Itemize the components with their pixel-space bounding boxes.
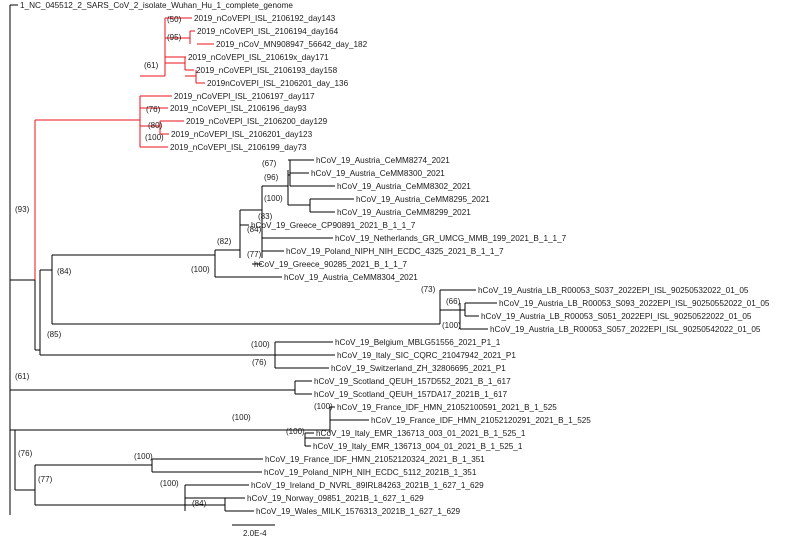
bootstrap-value: (100) [160, 479, 179, 488]
bootstrap-value: (83) [258, 212, 273, 221]
bootstrap-value: (100) [191, 265, 210, 274]
tip-label: 2019_nCoVEPI_ISL_2106192_day143 [194, 14, 336, 23]
bootstrap-value: (61) [15, 372, 30, 381]
bootstrap-value: (76) [18, 449, 33, 458]
tip-label: 2019_nCoVEPI_ISL_2106201_day123 [171, 130, 313, 139]
tip-label: hCoV_19_Scotland_QEUH_157D552_2021_B_1_6… [314, 377, 511, 386]
tip-label: hCoV_19_Wales_MILK_1576313_2021B_1_627_1… [256, 507, 461, 516]
root-label: 1_NC_045512_2_SARS_CoV_2_isolate_Wuhan_H… [20, 1, 293, 10]
bootstrap-value: (85) [47, 330, 62, 339]
tip-label: hCoV_19_Austria_CeMM8302_2021 [337, 182, 471, 191]
tip-label: hCoV_19_Austria_CeMM8300_2021 [311, 169, 445, 178]
bootstrap-value: (95) [167, 33, 182, 42]
tip-label: 2019_nCoVEPI_ISL_2106200_day129 [186, 117, 328, 126]
tip-label: hCoV_19_Belgium_MBLG51556_2021_P1_1 [335, 338, 501, 347]
tip-label: 2019nCoVEPI_ISL_2106201_day_136 [207, 79, 349, 88]
bootstrap-value: (50) [167, 15, 182, 24]
tip-label: hCoV_19_Italy_EMR_136713_004_01_2021_B_1… [313, 442, 523, 451]
tip-label: hCoV_19_Ireland_D_NVRL_89IRL84263_2021B_… [251, 481, 484, 490]
bootstrap-value: (100) [442, 321, 461, 330]
bootstrap-value: (77) [247, 250, 262, 259]
tip-label: hCoV_19_France_IDF_HMN_21052100591_2021_… [337, 403, 557, 412]
tip-label: hCoV_19_France_IDF_HMN_21052120291_2021_… [371, 416, 591, 425]
bootstrap-value: (76) [252, 358, 267, 367]
bootstrap-value: (84) [247, 225, 262, 234]
tip-label: 2019_nCoVEPI_ISL_2106193_day158 [196, 66, 338, 75]
tip-label: hCoV_19_Italy_EMR_136713_003_01_2021_B_1… [316, 429, 526, 438]
tip-label: hCoV_19_Austria_CeMM8274_2021 [316, 156, 450, 165]
tip-label: hCoV_19_Austria_CeMM8304_2021 [284, 273, 418, 282]
tip-label: hCoV_19_Norway_09851_2021B_1_627_1_629 [247, 494, 424, 503]
tip-label: hCoV_19_Austria_LB_R00053_S051_2022EPI_I… [481, 312, 752, 321]
bootstrap-value: (100) [314, 402, 333, 411]
tip-label: 2019_nCoVEPI_ISL_210619x_day171 [188, 53, 329, 62]
bootstrap-value: (76) [146, 105, 161, 114]
bootstrap-value: (67) [262, 159, 277, 168]
bootstrap-value: (100) [286, 427, 305, 436]
tip-label: hCoV_19_France_IDF_HMN_21052120324_2021_… [265, 455, 485, 464]
tip-label: 2019_nCoVEPI_ISL_2106194_day164 [197, 27, 339, 36]
tip-label: hCoV_19_Austria_CeMM8299_2021 [337, 208, 471, 217]
tip-label: hCoV_19_Greece_90285_2021_B_1_1_7 [254, 260, 407, 269]
tip-label: 2019_nCoV_MN908947_56642_day_182 [216, 40, 368, 49]
bootstrap-value: (82) [217, 237, 232, 246]
tip-label: hCoV_19_Scotland_QEUH_157DA17_2021B_1_61… [314, 390, 507, 399]
bootstrap-value: (66) [446, 297, 461, 306]
bootstrap-value: (100) [264, 194, 283, 203]
tip-label: hCoV_19_Netherlands_GR_UMCG_MMB_199_2021… [335, 234, 567, 243]
bootstrap-value: (100) [232, 413, 251, 422]
tip-label: hCoV_19_Greece_CP90891_2021_B_1_1_7 [251, 221, 416, 230]
bootstrap-value: (84) [192, 499, 207, 508]
tip-label: hCoV_19_Austria_LB_R00053_S057_2022EPI_I… [490, 325, 761, 334]
tip-label: 2019_nCoVEPI_ISL_2106199_day73 [170, 143, 307, 152]
bootstrap-value: (93) [15, 205, 30, 214]
bootstrap-value: (100) [251, 340, 270, 349]
bootstrap-value: (100) [145, 133, 164, 142]
tip-label: hCoV_19_Austria_CeMM8295_2021 [356, 195, 490, 204]
bootstrap-value: (84) [57, 267, 72, 276]
tip-label: 2019_nCoVEPI_ISL_2106197_day117 [174, 92, 315, 101]
bootstrap-value: (100) [134, 452, 153, 461]
bootstrap-value: (77) [38, 475, 53, 484]
tip-label: hCoV_19_Austria_LB_R00053_S093_2022EPI_I… [499, 299, 770, 308]
tip-label: hCoV_19_Austria_LB_R00053_S037_2022EPI_I… [478, 286, 749, 295]
tip-label: hCoV_19_Poland_NIPH_NIH_ECDC_4325_2021_B… [286, 247, 504, 256]
bootstrap-value: (73) [421, 285, 436, 294]
bootstrap-value: (96) [264, 173, 279, 182]
tip-label: hCoV_19_Poland_NIPH_NIH_ECDC_5112_2021B_… [264, 468, 477, 477]
scale-bar-label: 2.0E-4 [243, 529, 267, 538]
tip-label: hCoV_19_Switzerland_ZH_32806695_2021_P1 [331, 364, 506, 373]
bootstrap-value: (80) [148, 121, 163, 130]
bootstrap-value: (61) [144, 61, 159, 70]
tip-label: hCoV_19_Italy_SIC_CQRC_21047942_2021_P1 [337, 351, 516, 360]
tip-label: 2019_nCoVEPI_ISL_2106196_day93 [170, 104, 307, 113]
